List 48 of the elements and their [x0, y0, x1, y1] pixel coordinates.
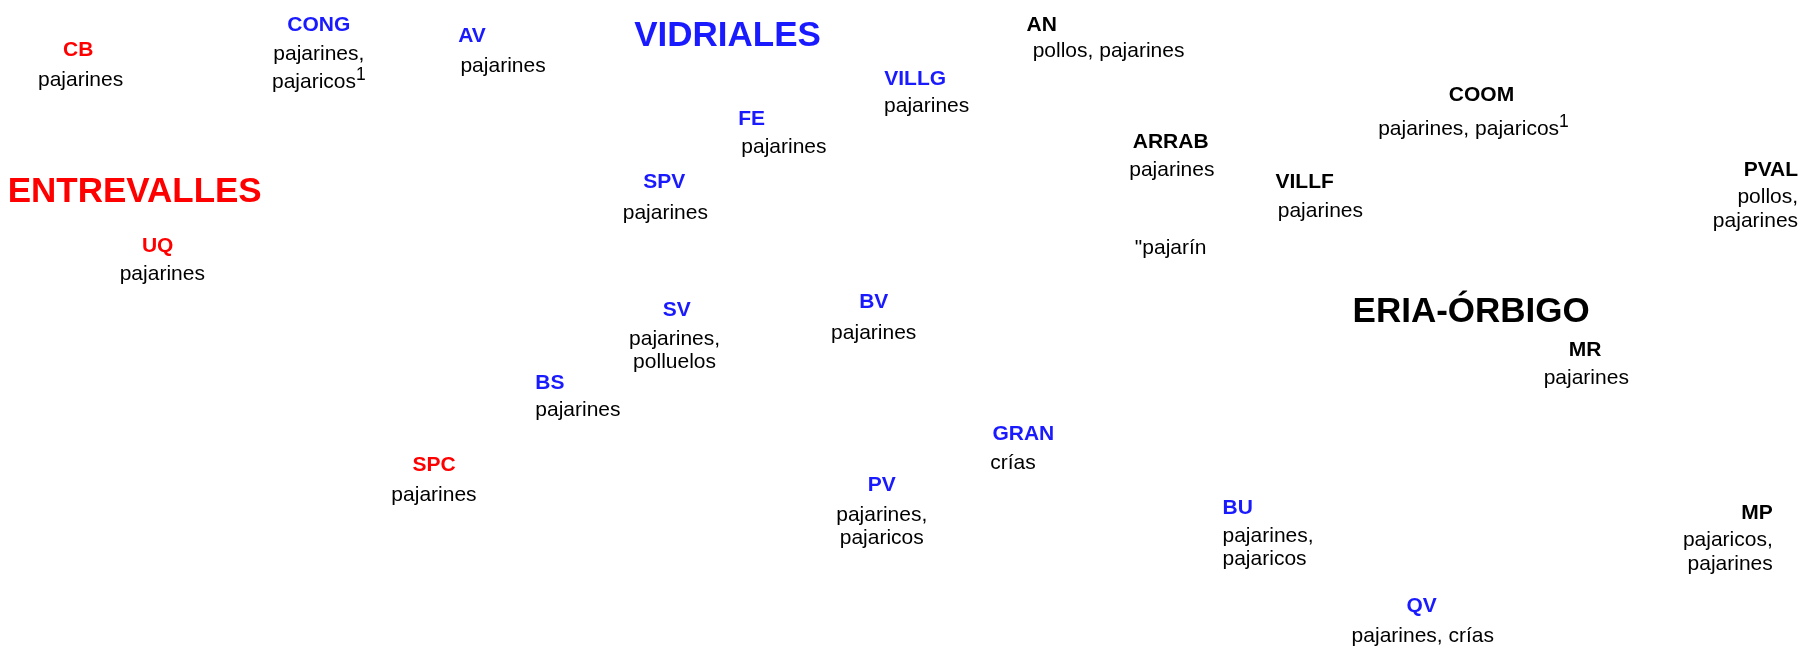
- place-code: MR: [1568, 337, 1602, 361]
- place-code: COOM: [1448, 81, 1515, 106]
- place-code: SPV: [643, 169, 686, 193]
- word-list: pajarines: [831, 320, 917, 344]
- word-list: pajarines: [535, 397, 621, 421]
- word-list: pajarines: [391, 482, 477, 506]
- word-list: pajarines: [1129, 156, 1215, 181]
- place-code: MP: [1741, 499, 1773, 524]
- word-list: pajarines: [37, 66, 124, 91]
- word-list: pajarines, pajaricos$^{1}$: [261, 41, 377, 93]
- word-list: pajarines, pajaricos: [1222, 522, 1338, 570]
- place-code: VILLG: [884, 65, 947, 90]
- region-title: ERIA-ÓRBIGO: [1352, 290, 1590, 330]
- place-code: QV: [1406, 592, 1437, 617]
- word-list: pajarines: [1543, 364, 1629, 389]
- word-list: pajarines: [622, 200, 708, 224]
- word-list: pajarines, pajaricos: [824, 501, 940, 549]
- word-list: "pajarín: [1134, 234, 1207, 259]
- word-list: pajarines: [460, 52, 546, 77]
- place-code: ARRAB: [1132, 128, 1209, 153]
- place-code: PVAL: [1743, 156, 1799, 181]
- place-code: SV: [662, 297, 691, 321]
- place-code: AN: [1026, 11, 1057, 35]
- region-title: VIDRIALES: [634, 13, 821, 53]
- place-code: CB: [63, 36, 94, 61]
- word-list: pollos, pajarines: [1706, 184, 1799, 232]
- place-code: AV: [458, 23, 486, 47]
- word-list: pajarines: [119, 261, 205, 285]
- word-list: pollos, pajarines: [1032, 38, 1185, 62]
- place-code: BS: [535, 369, 565, 394]
- place-code: BV: [859, 288, 889, 313]
- place-code: GRAN: [992, 421, 1055, 445]
- word-list: pajarines: [1277, 198, 1363, 222]
- place-code: CONG: [287, 11, 351, 35]
- place-code: VILLF: [1275, 169, 1334, 193]
- word-list: pajarines: [741, 133, 827, 158]
- word-list: pajaricos, pajarines: [1657, 527, 1773, 575]
- word-list: crías: [990, 450, 1036, 474]
- place-code: BU: [1222, 495, 1253, 519]
- place-code: SPC: [412, 452, 456, 476]
- place-code: PV: [867, 471, 896, 496]
- region-title: ENTREVALLES: [7, 170, 262, 210]
- word-list: pajarines, pajaricos$^{1}$: [1378, 111, 1569, 140]
- place-code: FE: [738, 105, 766, 130]
- word-list: pajarines, crías: [1351, 622, 1494, 647]
- word-list: pajarines, polluelos: [617, 325, 733, 373]
- word-list: pajarines: [884, 93, 970, 117]
- place-code: UQ: [141, 232, 174, 257]
